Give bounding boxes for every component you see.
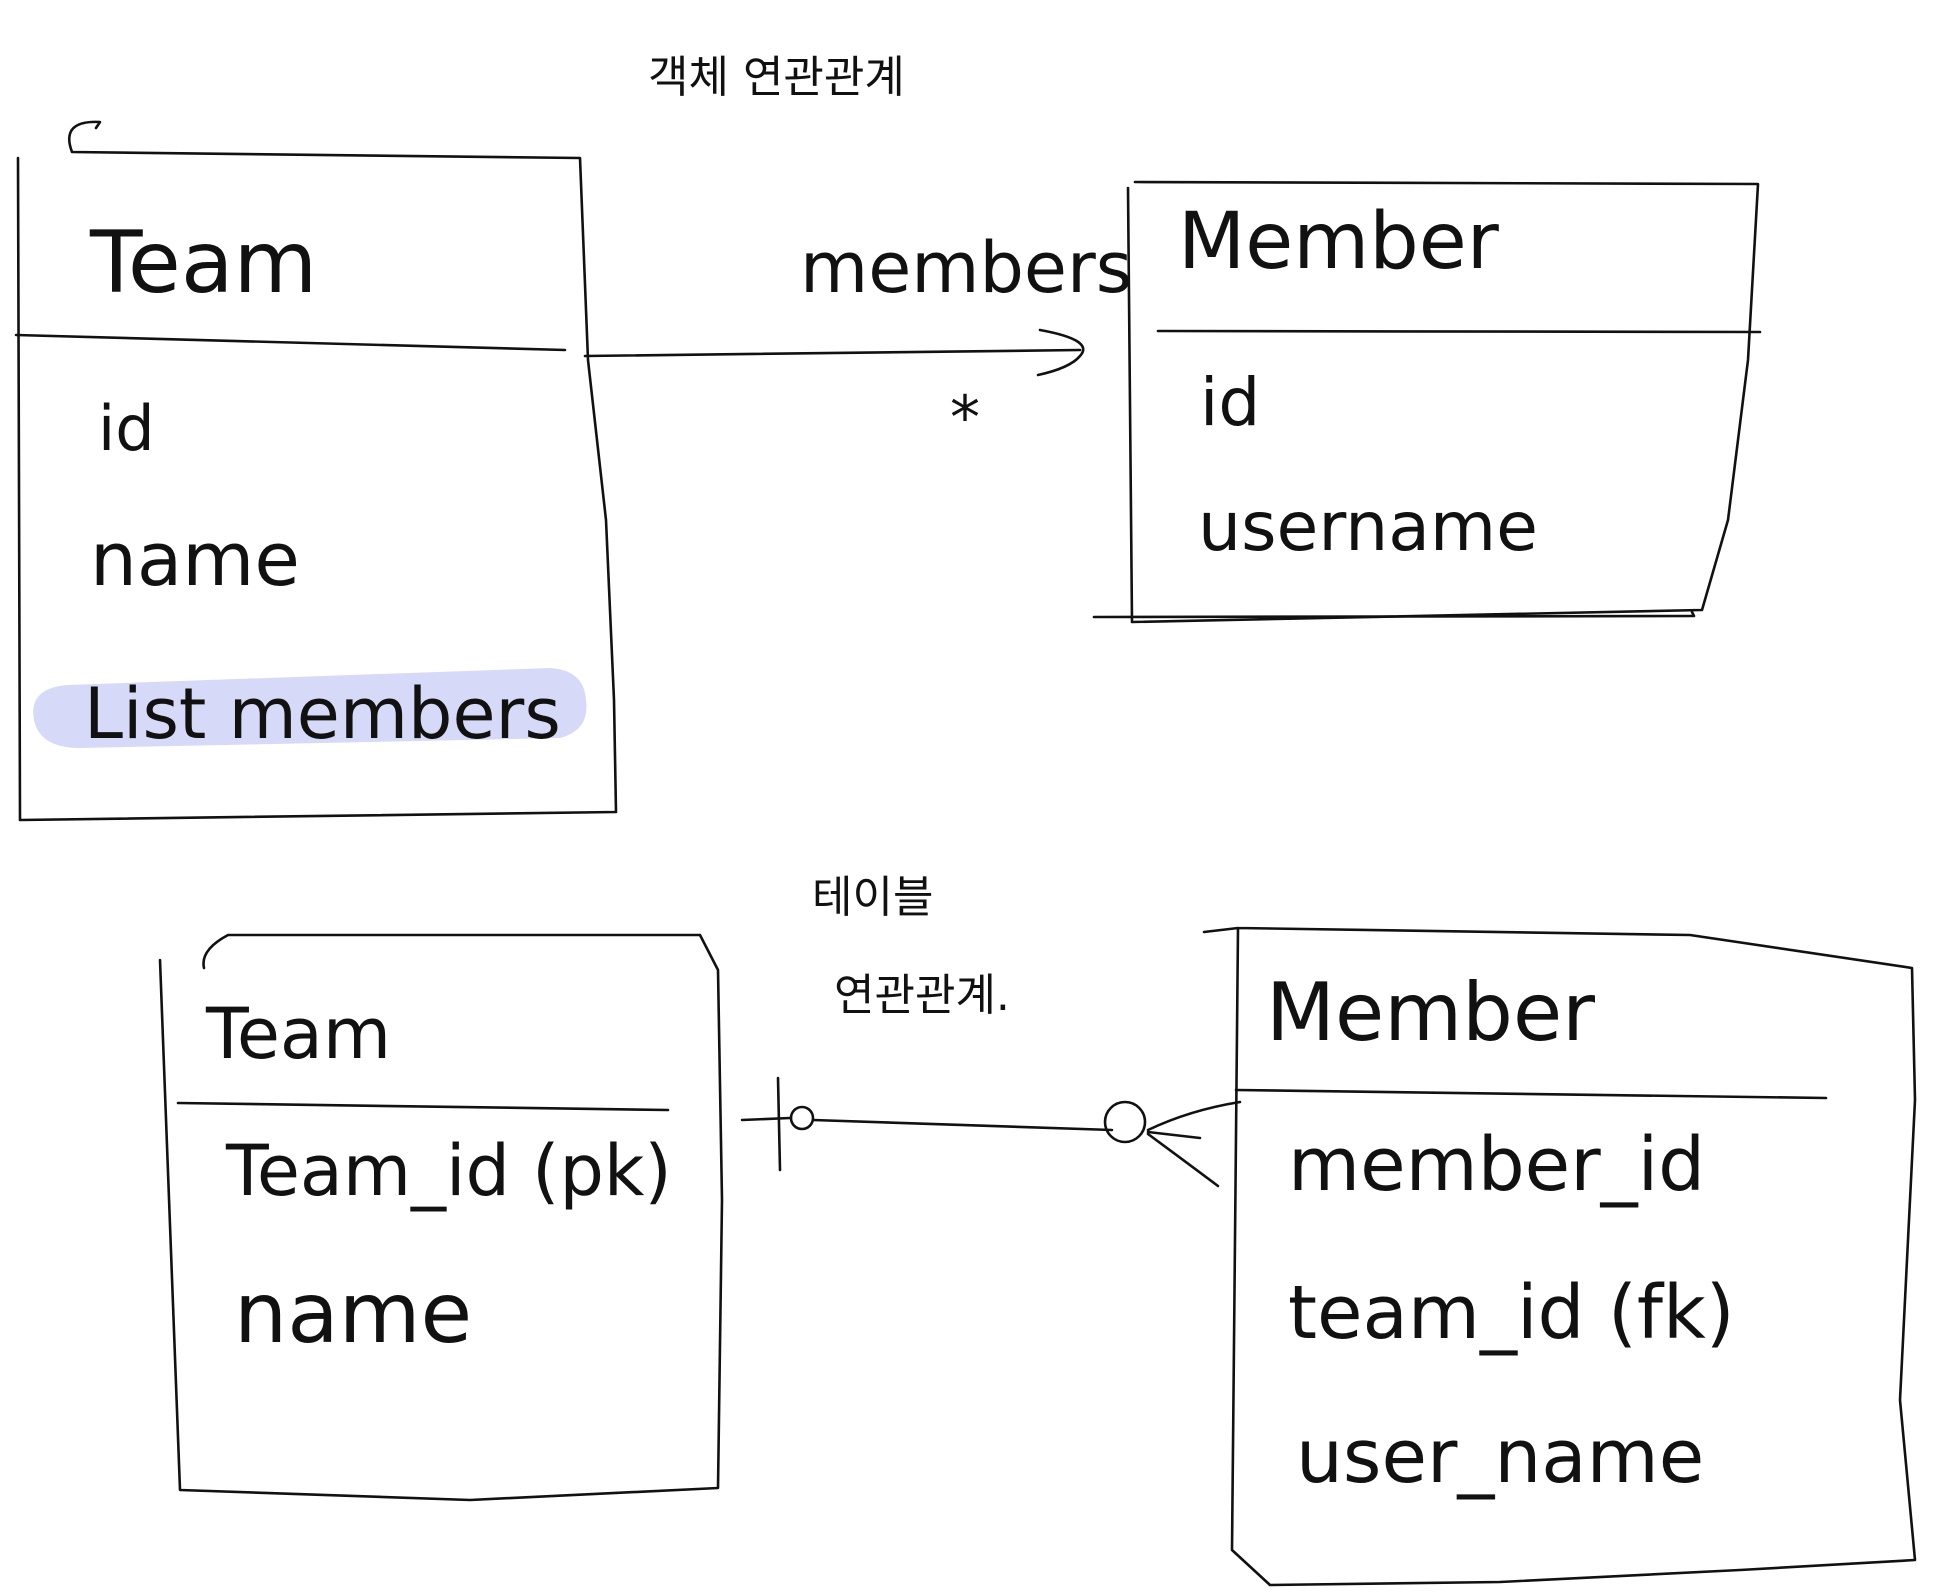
object-section-title: 객체 연관관계 [648, 52, 905, 103]
team-table-name: Team [205, 993, 391, 1075]
member-class-field-id: id [1200, 364, 1260, 441]
member-table-box [1202, 926, 1917, 1587]
team-class-box [14, 120, 618, 822]
member-class-field-username: username [1198, 488, 1538, 567]
member-table-column-user-name: user_name [1296, 1414, 1704, 1500]
member-table-name: Member [1266, 966, 1595, 1059]
team-class-field-list-members: List members [84, 673, 561, 755]
member-table-column-member-id: member_id [1288, 1122, 1705, 1208]
association-label: members [800, 227, 1132, 309]
team-table-box [158, 933, 724, 1502]
member-table-column-team-id: team_id (fk) [1288, 1270, 1735, 1356]
table-section-title-line1: 테이블 [812, 872, 933, 923]
team-table-column-team-id: Team_id (pk) [225, 1130, 672, 1212]
members-association-arrow [583, 328, 1085, 377]
table-section-title-line2: 연관관계. [834, 970, 1010, 1021]
association-multiplicity: * [950, 383, 980, 453]
team-class-name: Team [89, 213, 317, 313]
team-class-field-id: id [98, 392, 155, 465]
team-class-field-name: name [90, 517, 300, 603]
member-class-name: Member [1178, 197, 1500, 287]
team-member-relationship-line [740, 1076, 1242, 1188]
member-class-box [1092, 180, 1762, 624]
team-table-column-name: name [234, 1264, 472, 1362]
list-members-highlight [33, 668, 587, 748]
